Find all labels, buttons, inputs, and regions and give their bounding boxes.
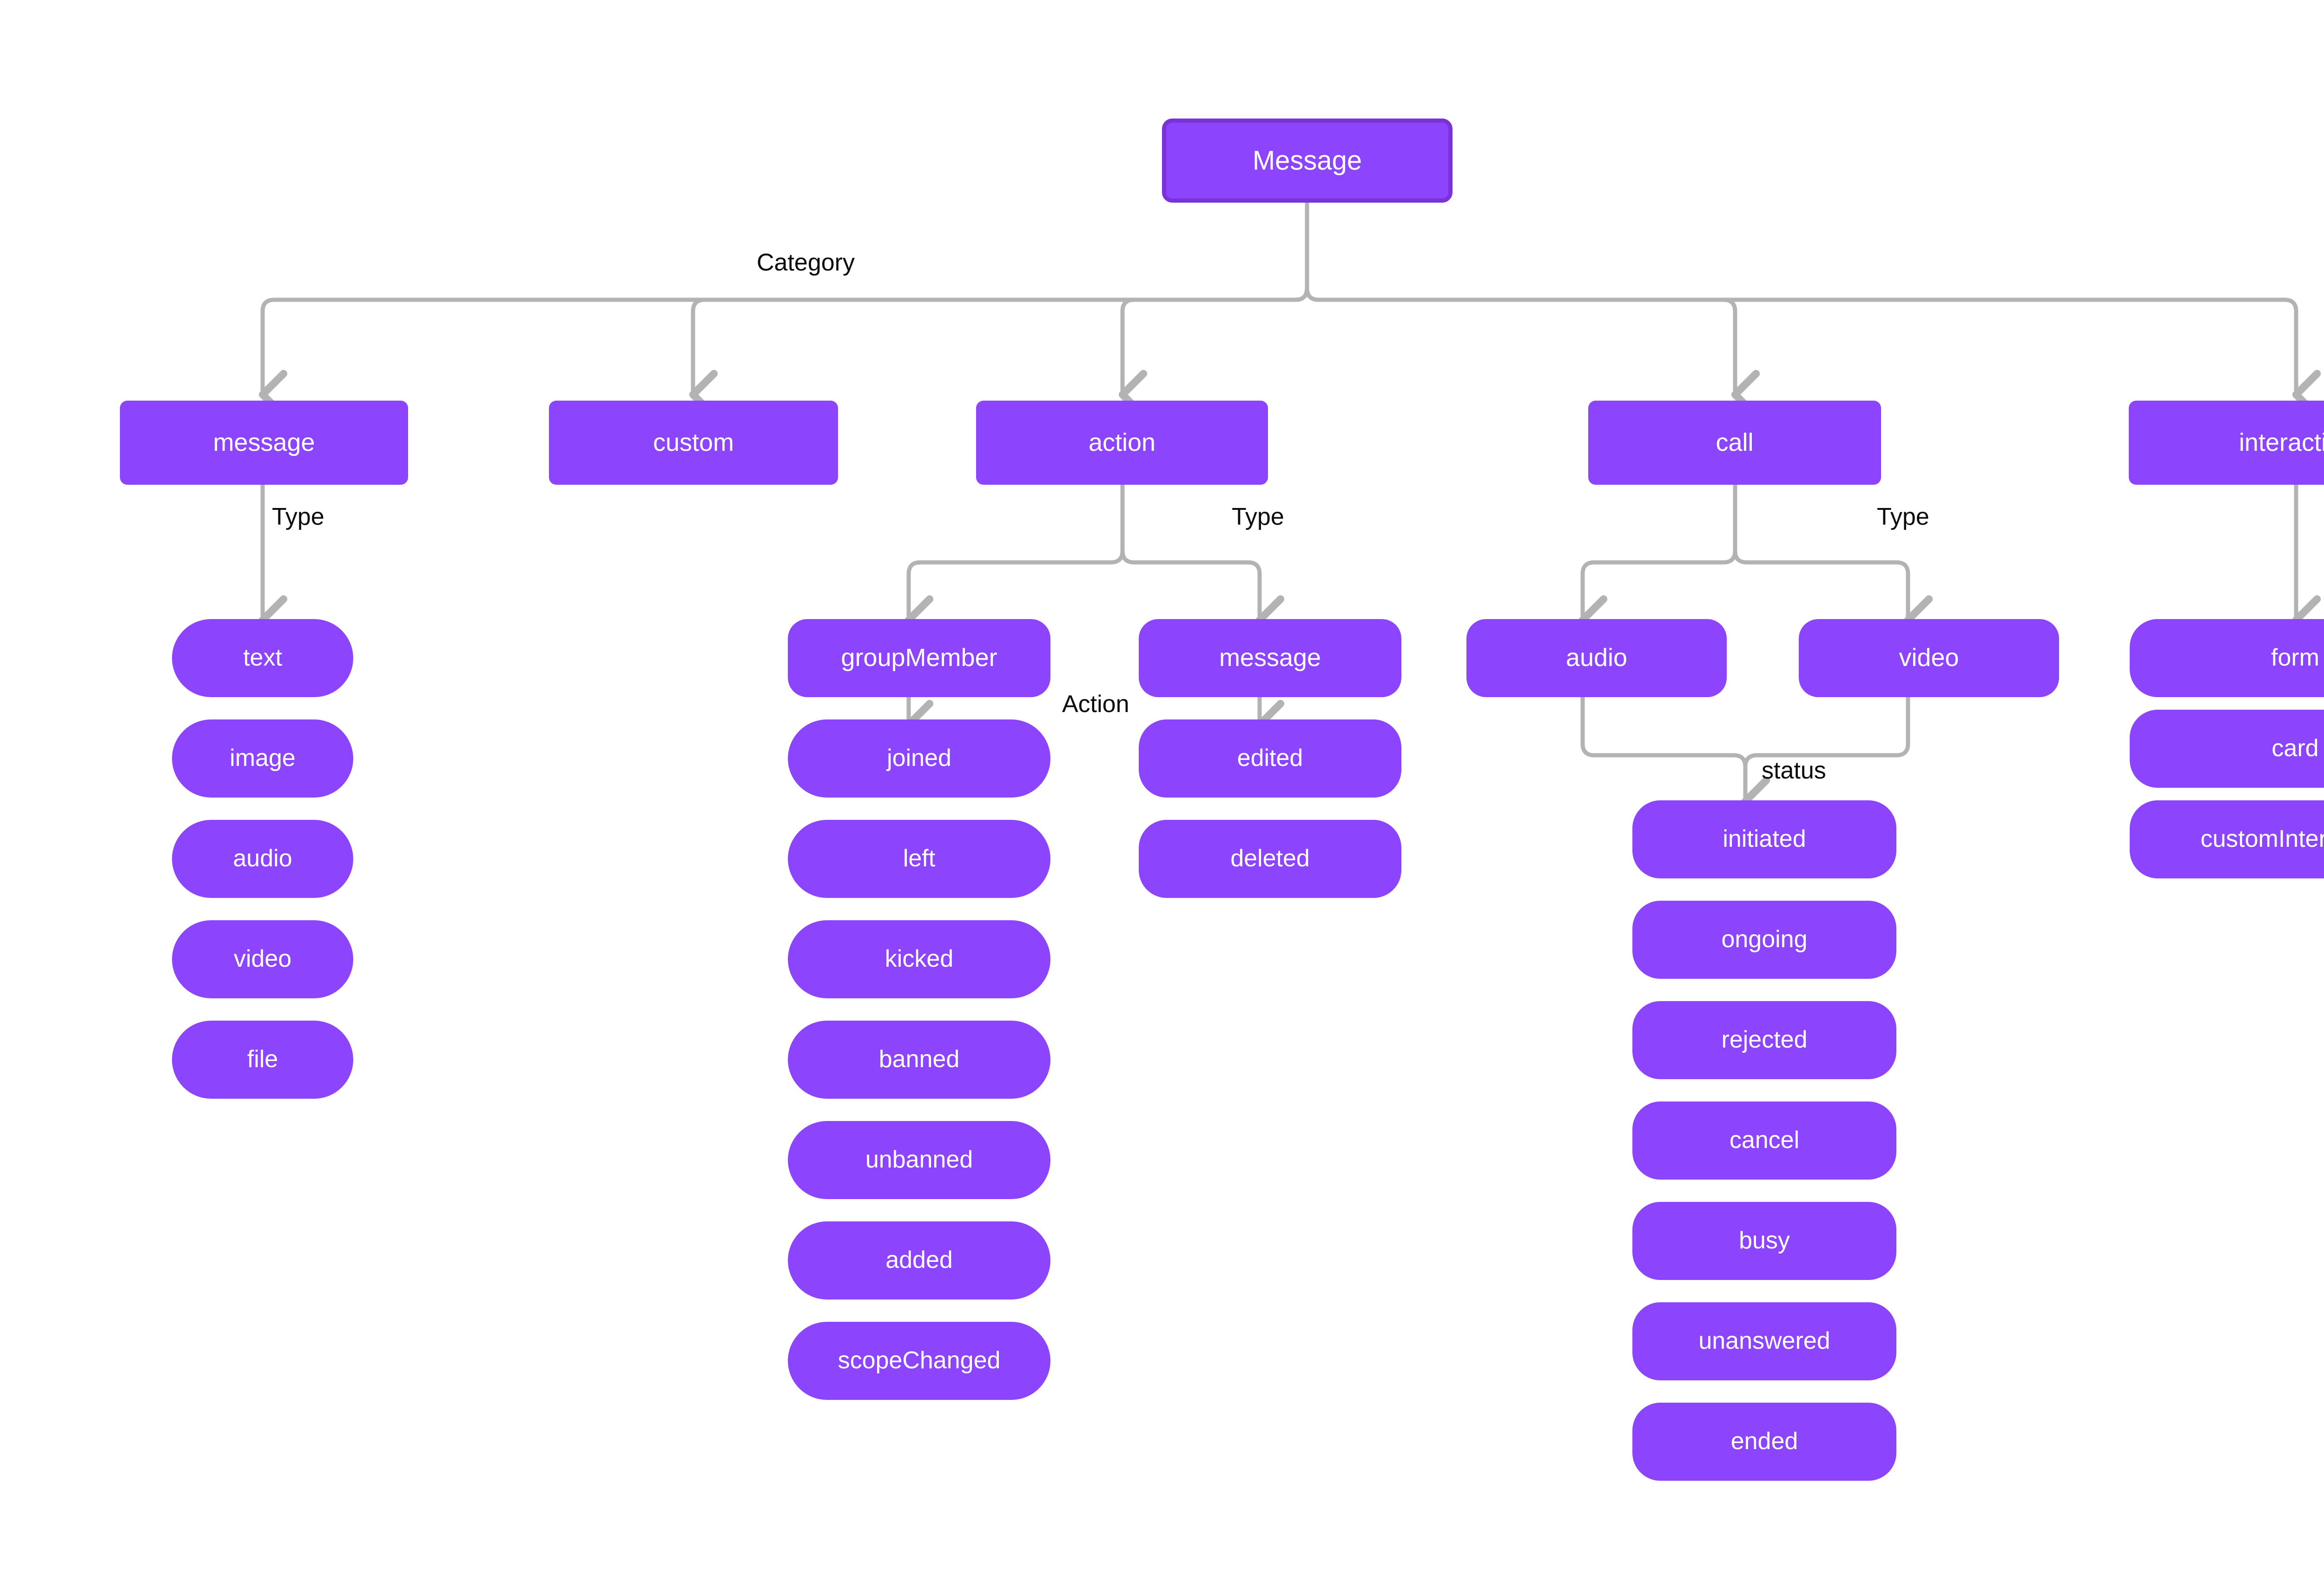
node-label: file [247, 1046, 278, 1073]
node-label: groupMember [841, 644, 997, 672]
node-groupmember-action-added[interactable]: added [788, 1221, 1050, 1299]
node-label: initiated [1723, 825, 1806, 853]
node-message-type-file[interactable]: file [172, 1021, 353, 1099]
node-message-type-image[interactable]: image [172, 719, 353, 798]
edge-label-action: Action [1062, 691, 1129, 718]
node-label: audio [233, 845, 292, 872]
node-groupmember-action-banned[interactable]: banned [788, 1021, 1050, 1099]
node-label: ongoing [1721, 926, 1808, 953]
node-label: message [213, 428, 315, 456]
node-groupmember-action-kicked[interactable]: kicked [788, 920, 1050, 998]
node-label: unanswered [1698, 1327, 1830, 1355]
node-call-type-audio[interactable]: audio [1466, 619, 1727, 697]
node-label: rejected [1721, 1026, 1808, 1054]
node-label: Message [1252, 145, 1362, 176]
node-groupmember-action-joined[interactable]: joined [788, 719, 1050, 798]
edge-label-status: status [1762, 757, 1826, 784]
node-action-type-groupmember[interactable]: groupMember [788, 619, 1050, 697]
node-label: deleted [1230, 845, 1310, 872]
edge-label-type-call: Type [1877, 503, 1929, 530]
node-label: call [1716, 428, 1754, 456]
node-category-interactive[interactable]: interactive [2129, 401, 2324, 485]
node-label: kicked [885, 945, 954, 973]
node-label: video [1899, 644, 1959, 672]
node-label: custom [653, 428, 734, 456]
node-label: left [903, 845, 936, 872]
edge-label-type-message: Type [272, 503, 324, 530]
node-label: action [1088, 428, 1156, 456]
node-category-action[interactable]: action [976, 401, 1268, 485]
node-category-custom[interactable]: custom [549, 401, 838, 485]
node-label: edited [1237, 745, 1303, 772]
node-label: busy [1739, 1227, 1790, 1254]
node-action-type-message[interactable]: message [1139, 619, 1401, 697]
node-message-action-deleted[interactable]: deleted [1139, 820, 1401, 898]
node-message-type-audio[interactable]: audio [172, 820, 353, 898]
node-label: card [2271, 735, 2319, 762]
node-label: image [230, 745, 296, 772]
node-call-status-unanswered[interactable]: unanswered [1632, 1302, 1896, 1380]
node-call-status-ended[interactable]: ended [1632, 1403, 1896, 1481]
node-category-message[interactable]: message [120, 401, 408, 485]
node-root-message[interactable]: Message [1162, 119, 1452, 203]
node-groupmember-action-left[interactable]: left [788, 820, 1050, 898]
node-message-type-video[interactable]: video [172, 920, 353, 998]
node-label: added [885, 1247, 953, 1274]
node-call-status-initiated[interactable]: initiated [1632, 800, 1896, 878]
node-label: form [2271, 644, 2319, 672]
node-groupmember-action-scopechanged[interactable]: scopeChanged [788, 1322, 1050, 1400]
node-category-call[interactable]: call [1588, 401, 1881, 485]
node-label: text [243, 644, 282, 672]
node-interactive-type-card[interactable]: card [2130, 710, 2324, 788]
node-label: interactive [2238, 428, 2324, 456]
node-label: customInteractive [2200, 825, 2324, 853]
node-call-status-rejected[interactable]: rejected [1632, 1001, 1896, 1079]
edge-label-category: Category [757, 249, 855, 276]
node-label: cancel [1729, 1127, 1800, 1154]
node-label: video [233, 945, 292, 973]
node-call-status-ongoing[interactable]: ongoing [1632, 901, 1896, 979]
node-label: scopeChanged [838, 1347, 1001, 1374]
node-label: unbanned [865, 1146, 973, 1174]
node-label: joined [887, 745, 951, 772]
node-interactive-type-form[interactable]: form [2130, 619, 2324, 697]
node-call-status-cancel[interactable]: cancel [1632, 1102, 1896, 1180]
node-label: banned [878, 1046, 960, 1073]
node-label: message [1219, 644, 1321, 672]
node-groupmember-action-unbanned[interactable]: unbanned [788, 1121, 1050, 1199]
node-label: ended [1730, 1428, 1798, 1455]
node-interactive-type-custominteractive[interactable]: customInteractive [2130, 800, 2324, 878]
node-message-action-edited[interactable]: edited [1139, 719, 1401, 798]
node-message-type-text[interactable]: text [172, 619, 353, 697]
node-call-status-busy[interactable]: busy [1632, 1202, 1896, 1280]
node-label: audio [1565, 644, 1628, 672]
node-call-type-video[interactable]: video [1799, 619, 2059, 697]
edge-label-type-action: Type [1232, 503, 1284, 530]
